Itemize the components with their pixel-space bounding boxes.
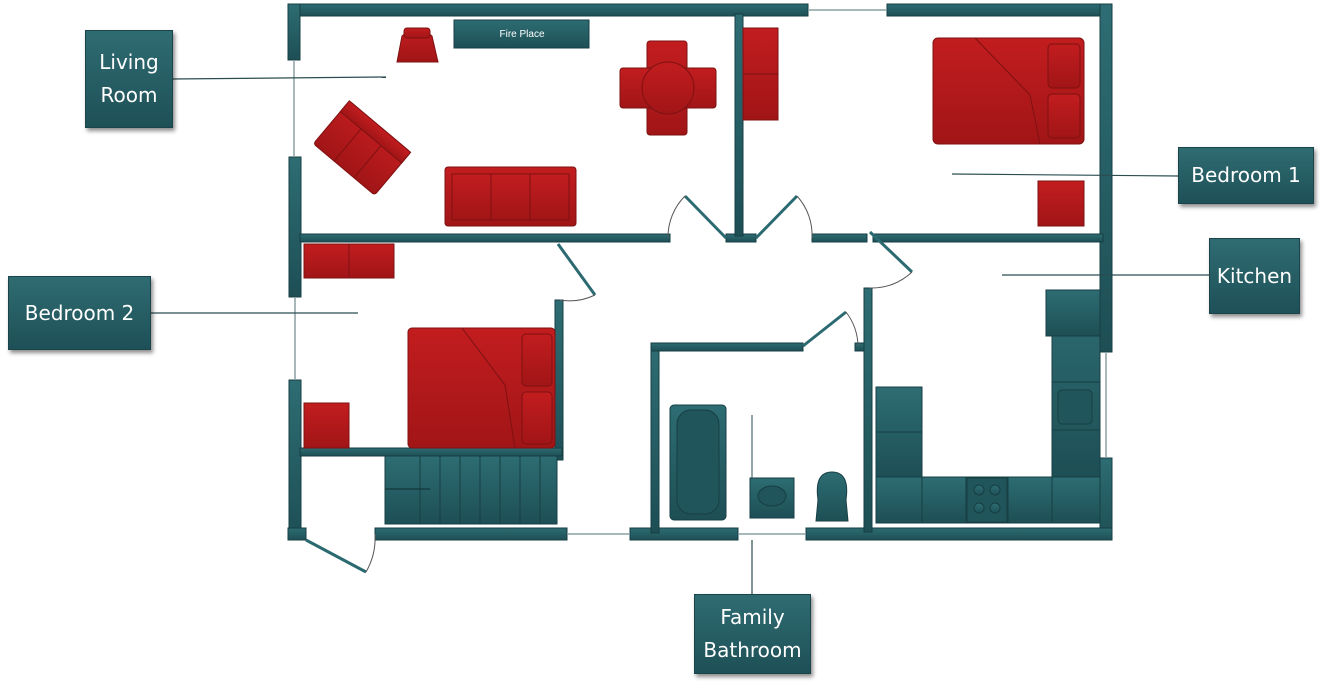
windows	[293, 9, 1107, 535]
dining-table-icon	[619, 40, 717, 136]
bathroom-fixtures	[669, 404, 849, 522]
doors	[305, 194, 914, 574]
bedroom2-furniture	[303, 243, 556, 449]
wall-bedroom2-right	[554, 299, 564, 461]
wall-top-right	[886, 3, 1113, 17]
wall-left-3	[288, 379, 302, 541]
wall-left-1	[287, 3, 301, 61]
bedroom-1-label: Bedroom 1	[1178, 147, 1314, 204]
toilet-icon	[815, 471, 849, 522]
bedroom-2-label: Bedroom 2	[8, 276, 151, 350]
double-bed-2-icon	[407, 327, 556, 449]
family-bathroom-label: Family Bathroom	[694, 594, 811, 674]
bedroom-1-label-text: Bedroom 1	[1191, 163, 1301, 187]
sink-icon	[1057, 389, 1093, 425]
wall-bottom-corner	[287, 527, 307, 541]
sofa-icon	[444, 166, 577, 227]
wall-mid-right-1	[811, 233, 868, 243]
wall-bottom-2	[629, 527, 739, 541]
family-bathroom-label-line1: Family	[720, 605, 785, 629]
bedside-table-2-icon	[303, 402, 350, 449]
hob-icon	[966, 477, 1008, 523]
living-room-label-line2: Room	[100, 83, 158, 107]
fireplace-label: Fire Place	[499, 29, 544, 40]
wall-mid-right-2	[872, 233, 1104, 243]
wall-left-2	[288, 156, 302, 298]
leader-lines	[150, 76, 1210, 594]
wall-bottom-3	[805, 527, 1113, 541]
wall-bedroom2-bottom	[299, 447, 563, 457]
kitchen-label-text: Kitchen	[1216, 263, 1293, 288]
wall-bottom-1	[374, 527, 568, 541]
bedroom-2-label-text: Bedroom 2	[24, 300, 135, 325]
wall-mid-left	[299, 233, 671, 243]
bedroom1-furniture	[742, 27, 1085, 227]
living-room-label-line1: Living	[99, 50, 159, 74]
sofa-angled-icon	[314, 100, 412, 195]
kitchen-units	[875, 289, 1101, 524]
family-bathroom-label-line2: Bathroom	[703, 638, 802, 662]
wall-divider-top	[734, 13, 744, 237]
armchair-icon	[396, 27, 439, 63]
wall-bath-top	[650, 342, 804, 352]
bedside-table-icon	[1037, 180, 1085, 227]
wall-bath-left	[650, 342, 660, 534]
fireplace	[453, 19, 590, 49]
wall-top-left	[287, 3, 809, 17]
double-bed-icon	[932, 37, 1085, 145]
fridge-icon	[1045, 289, 1101, 337]
kitchen-label: Kitchen	[1209, 238, 1300, 314]
stairs-icon	[384, 455, 558, 525]
living-room-label: Living Room	[85, 30, 173, 128]
wall-right-top	[1099, 3, 1113, 353]
living-room-furniture: Fire Place	[314, 19, 717, 227]
wall-kitchen-left	[863, 287, 873, 533]
